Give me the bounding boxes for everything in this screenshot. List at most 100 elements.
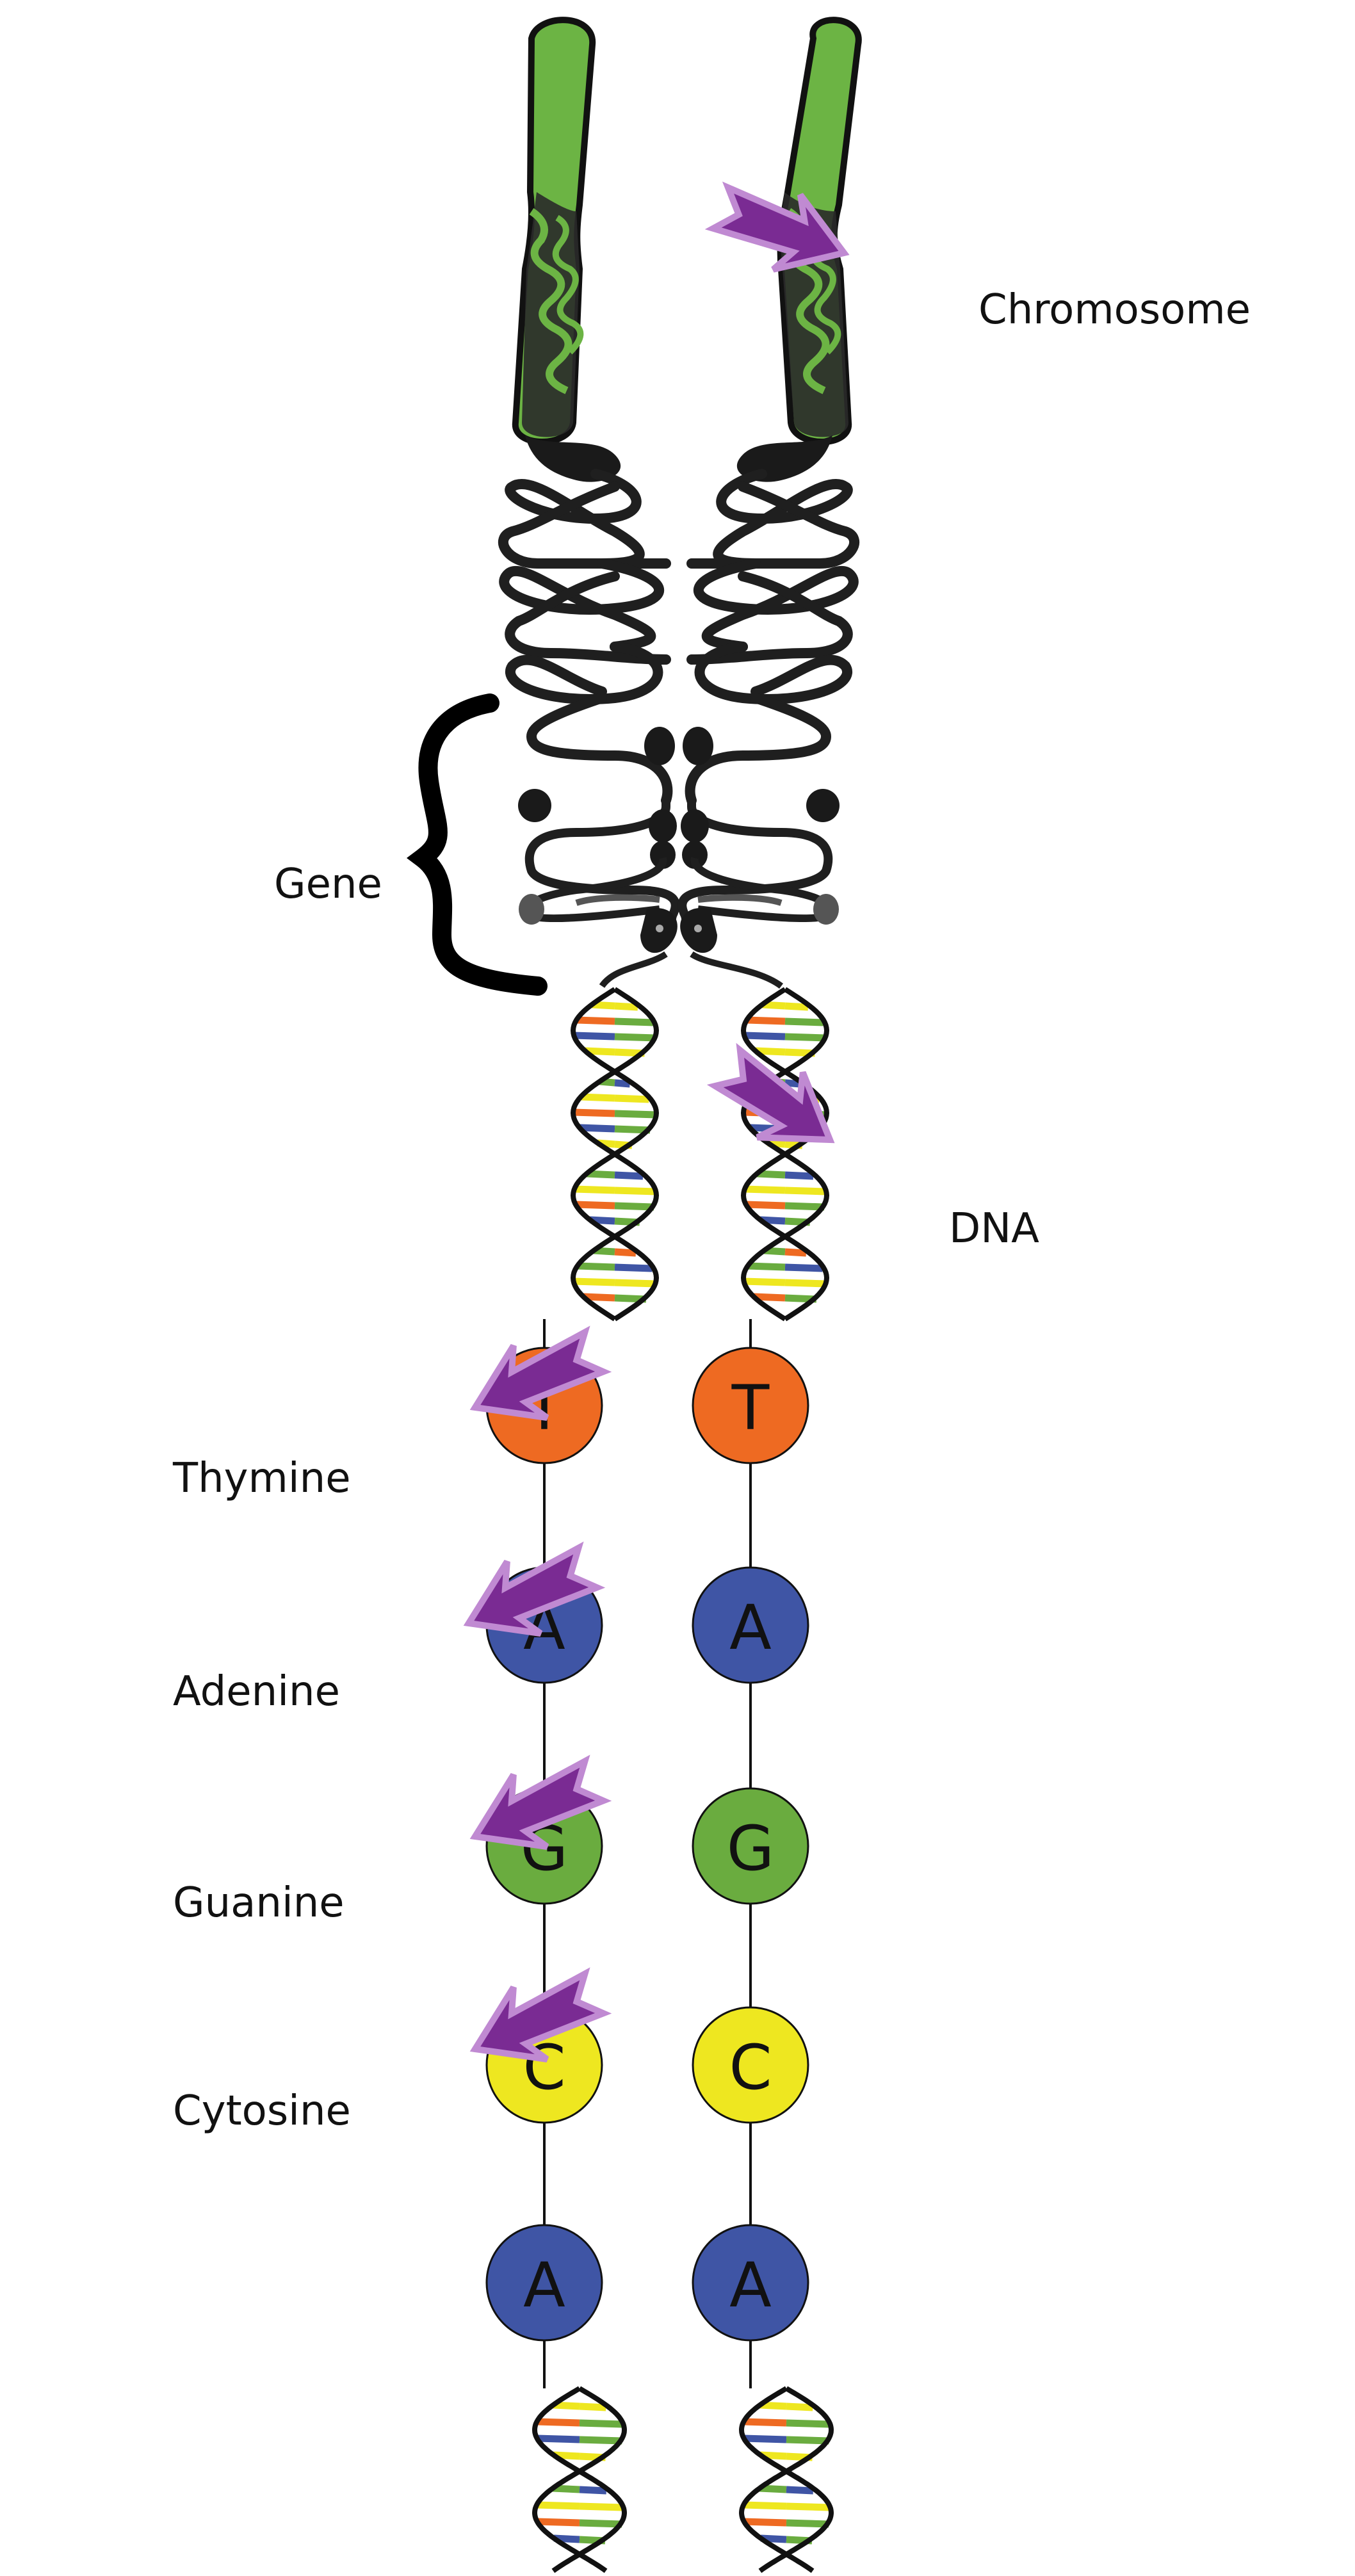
nucleotide-right-3: C	[692, 2006, 809, 2124]
nucleotide-letter: G	[727, 1813, 774, 1884]
dna-helix-upper-right	[740, 987, 830, 1322]
nucleosome-string-left	[518, 727, 680, 943]
base-pair-bar	[614, 1002, 638, 1011]
nucleotide-left-4: A	[485, 2224, 603, 2342]
arrow-cytosine	[469, 1967, 612, 2062]
arrow-adenine	[463, 1541, 606, 1637]
base-pair-bar	[784, 1187, 826, 1195]
label-dna: DNA	[949, 1205, 1039, 1252]
label-cytosine: Cytosine	[173, 2087, 351, 2135]
base-pair-bar	[784, 1033, 827, 1042]
nucleotide-letter: A	[729, 2249, 772, 2321]
label-adenine: Adenine	[173, 1668, 340, 1715]
base-pair-bar	[579, 2419, 622, 2428]
base-pair-bar	[784, 1002, 809, 1011]
base-pair-bar	[614, 1263, 653, 1272]
chromatin-coils-right	[685, 469, 860, 806]
nucleosome-string-right	[678, 727, 840, 943]
arrow-chromosome	[704, 181, 850, 273]
base-pair-bar	[786, 2486, 814, 2495]
base-pair-bar	[553, 2401, 580, 2410]
base-pair-bar	[745, 1201, 786, 1210]
arrow-dna	[706, 1042, 835, 1144]
base-pair-bar	[614, 1079, 631, 1088]
nucleotide-right-2: G	[692, 1787, 809, 1905]
nucleotide-right-1: A	[692, 1566, 809, 1684]
base-pair-bar	[574, 1185, 615, 1194]
base-pair-bar	[585, 1047, 615, 1056]
base-pair-bar	[536, 2501, 580, 2510]
base-pair-bar	[537, 2518, 580, 2527]
base-pair-bar	[572, 1108, 615, 1117]
base-pair-bar	[756, 1170, 786, 1179]
base-pair-bar	[614, 1187, 656, 1195]
base-pair-bar	[743, 1277, 786, 1286]
chromosome-left	[512, 17, 596, 445]
base-pair-bar	[759, 2484, 787, 2493]
nucleotide-column-right: T A G C A	[692, 1347, 809, 2342]
nucleotide-circle	[692, 1347, 809, 1464]
base-pair-bar	[614, 1279, 656, 1288]
base-pair-bar	[743, 2418, 787, 2427]
arrow-icon	[469, 1754, 612, 1850]
base-pair-bar	[784, 1263, 823, 1272]
base-pair-bar	[614, 1202, 654, 1211]
base-pair-bar	[614, 1094, 649, 1103]
base-pair-bar	[784, 1079, 801, 1088]
arrow-icon	[469, 1325, 612, 1421]
base-pair-bar	[586, 1170, 615, 1179]
unwinding-knot-right	[680, 908, 783, 989]
base-pair-bar	[577, 1262, 615, 1271]
chromatin-coils-left	[498, 469, 673, 806]
base-pair-bar	[755, 1047, 786, 1056]
base-pair-bar	[573, 1032, 615, 1041]
base-pair-bar	[614, 1110, 657, 1119]
label-thymine: Thymine	[172, 1455, 351, 1502]
base-pair-bar	[576, 1016, 615, 1025]
dna-helix-lower-right	[738, 2386, 834, 2573]
dna-strand	[738, 2386, 834, 2573]
dna-strand	[738, 2386, 834, 2573]
arrow-guanine	[469, 1754, 612, 1850]
dna-helix-lower-left	[531, 2386, 628, 2573]
base-pair-bar	[784, 1202, 825, 1211]
base-pair-bar	[784, 1248, 807, 1257]
dna-strand	[570, 987, 660, 1322]
base-pair-bar	[614, 1033, 656, 1042]
base-pair-bar	[573, 1277, 615, 1286]
base-pair-bar	[575, 1201, 615, 1210]
base-pair-bar	[784, 1017, 824, 1026]
arrow-thymine	[469, 1325, 612, 1421]
base-pair-bar	[537, 2418, 580, 2427]
base-pair-bar	[744, 1185, 786, 1194]
nucleotide-letter: A	[729, 1592, 772, 1664]
curly-brace-icon	[407, 693, 548, 996]
base-pair-bar	[537, 2434, 580, 2443]
base-pair-bar	[579, 1124, 615, 1133]
unwinding-knot-left	[599, 908, 678, 989]
base-pair-bar	[614, 1125, 651, 1134]
base-pair-bar	[579, 2486, 607, 2495]
dna-strand	[531, 2386, 628, 2573]
base-pair-bar	[583, 1293, 615, 1302]
base-pair-bar	[614, 1171, 644, 1180]
nucleotide-right-0: T	[692, 1347, 809, 1464]
nucleotide-circle	[692, 1787, 809, 1905]
base-pair-bar	[552, 2484, 580, 2493]
nucleotide-right-4: A	[692, 2224, 809, 2342]
base-pair-bar	[753, 1293, 786, 1302]
base-pair-bar	[579, 2402, 606, 2411]
base-pair-bar	[786, 2502, 830, 2511]
base-pair-bar	[579, 2519, 622, 2528]
nucleotide-circle	[692, 2006, 809, 2124]
dna-strand	[740, 987, 830, 1322]
base-pair-bar	[743, 2501, 787, 2510]
base-pair-bar	[743, 2518, 787, 2527]
base-pair-bar	[784, 1171, 814, 1180]
nucleotide-letter: T	[731, 1372, 770, 1444]
nucleotide-circle	[692, 1566, 809, 1684]
nucleotide-letter: C	[729, 2032, 772, 2103]
